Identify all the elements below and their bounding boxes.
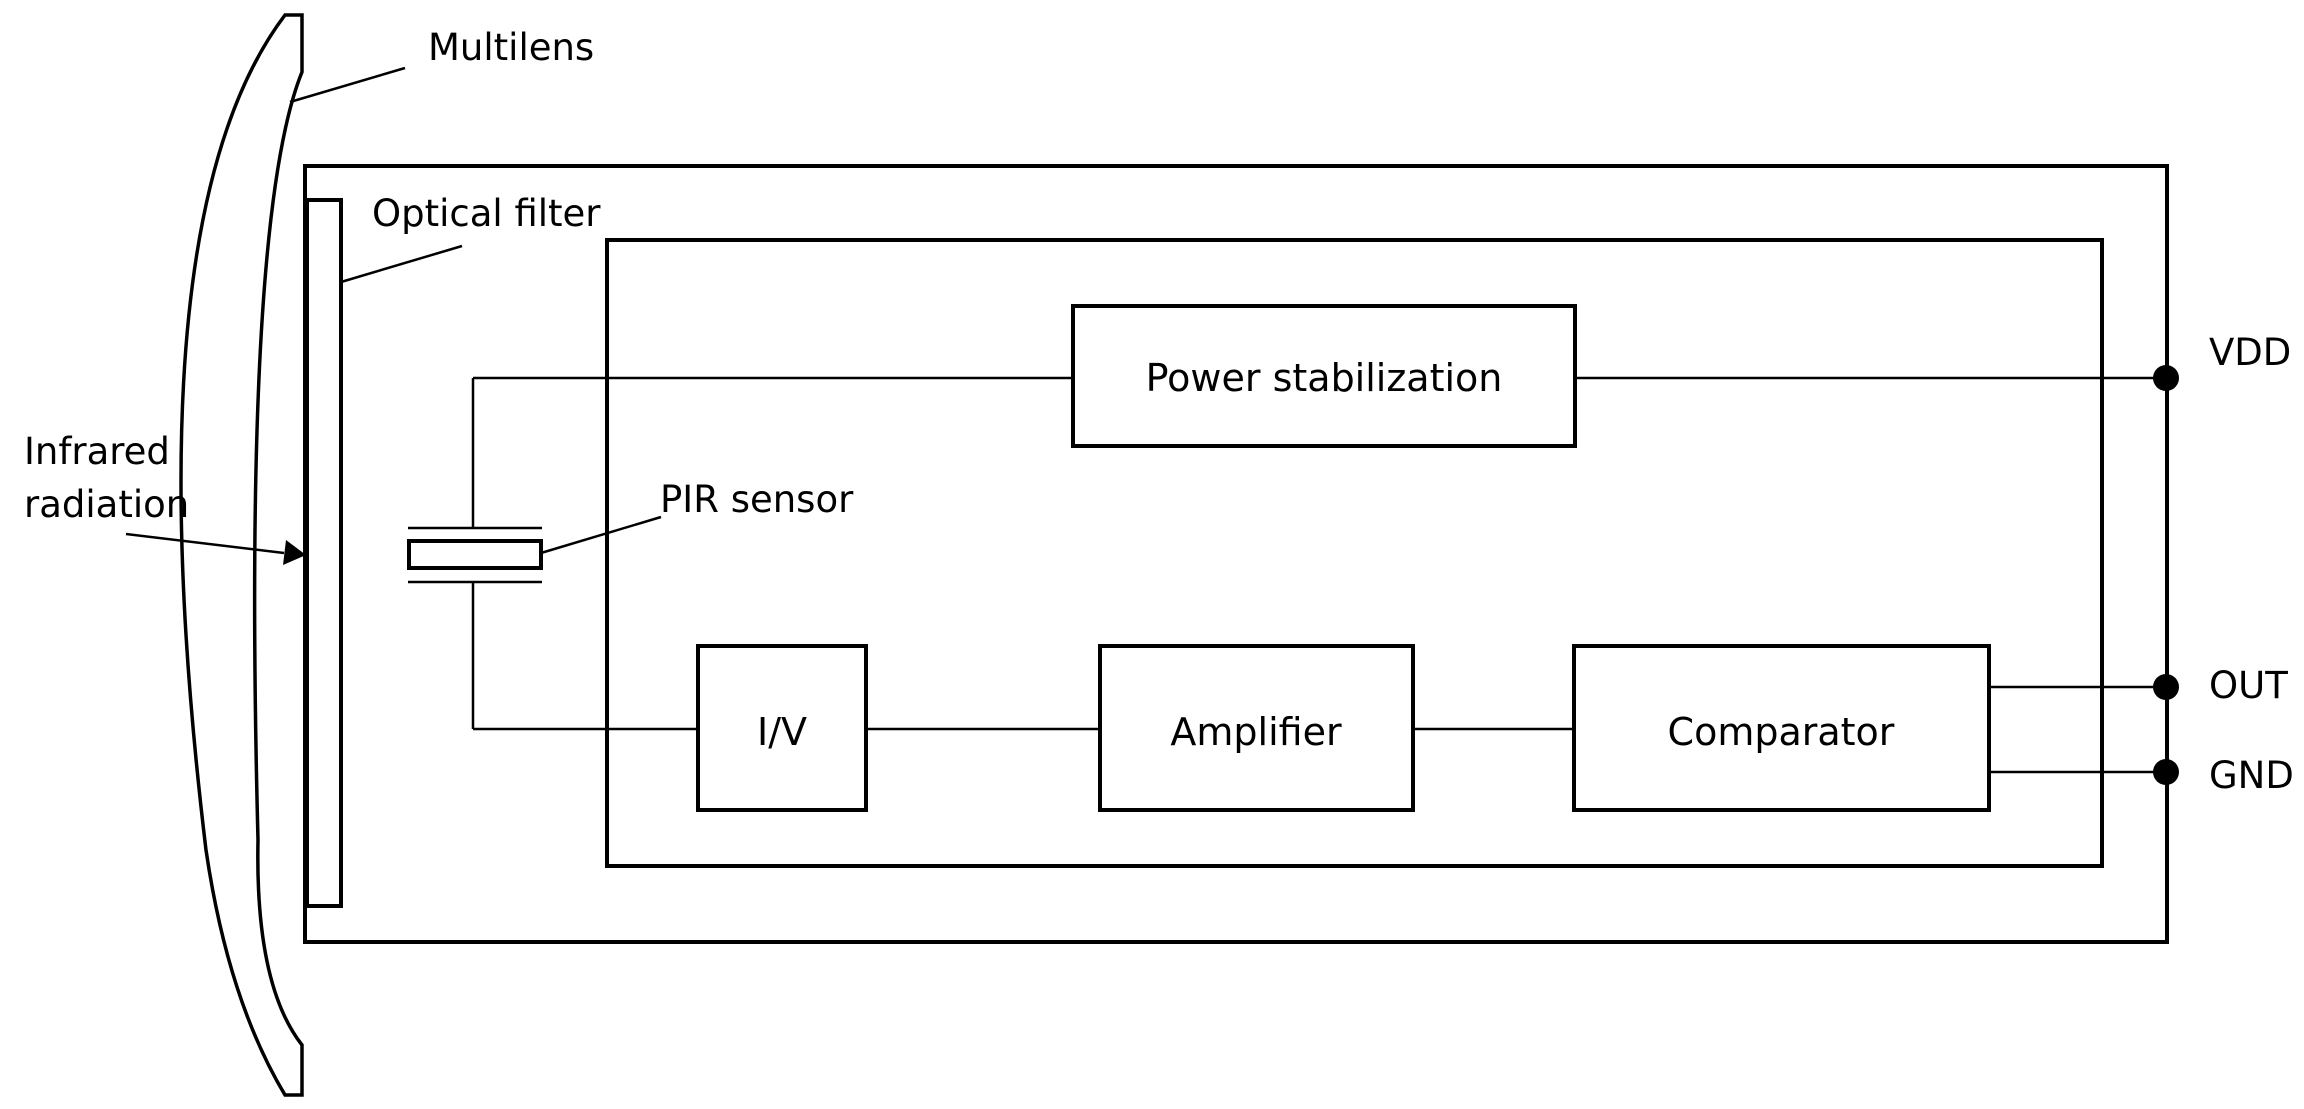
inner-module [605,238,2104,868]
infrared-label-line2: radiation [24,483,189,526]
infrared-arrow-line [125,532,285,555]
out-terminal [2153,674,2179,700]
infrared-arrowhead [283,540,306,565]
gnd-terminal [2153,759,2179,785]
infrared-label-line1: Infrared [24,430,170,473]
power-stabilization-block [1071,304,1577,448]
iv-label: I/V [757,710,807,754]
pir-sensor-label: PIR sensor [660,478,854,521]
power-stabilization-label: Power stabilization [1146,356,1503,400]
amplifier-label: Amplifier [1170,710,1342,754]
amplifier-block [1098,644,1415,812]
comparator-label: Comparator [1668,710,1895,754]
gnd-label: GND [2209,754,2294,797]
out-label: OUT [2209,664,2288,707]
vdd-label: VDD [2209,331,2291,374]
optical-filter-leader [340,244,463,284]
multilens-label: Multilens [428,26,594,69]
optical-filter-label: Optical filter [372,192,601,235]
outer-enclosure [303,164,2169,944]
pir-sensor-element [407,539,543,570]
vdd-terminal [2153,365,2179,391]
comparator-block [1572,644,1991,812]
pir-sensor-leader [540,515,662,555]
iv-block [696,644,868,812]
optical-filter [305,198,343,908]
multilens-leader [289,66,406,104]
multilens-shape [179,13,304,1097]
